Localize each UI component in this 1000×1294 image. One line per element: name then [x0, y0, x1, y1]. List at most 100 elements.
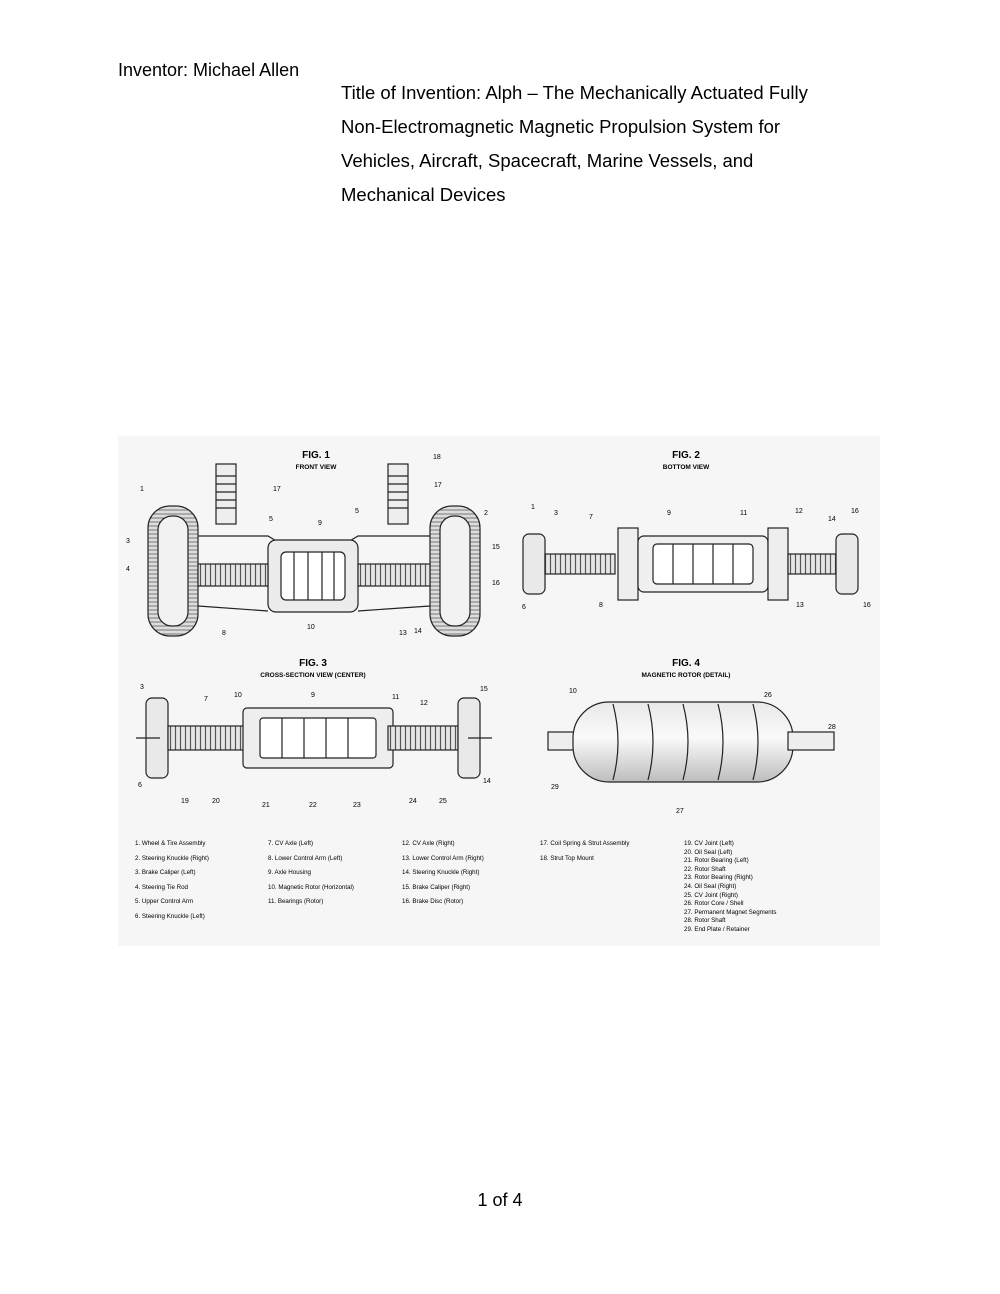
fig3-callout: 23: [353, 802, 361, 809]
legend-item: 4. Steering Tie Rod: [135, 883, 188, 891]
fig2-callout: 8: [599, 602, 603, 609]
legend-item: 24. Oil Seal (Right): [684, 882, 737, 890]
legend-item: 10. Magnetic Rotor (Horizontal): [268, 883, 354, 891]
legend-item: 6. Steering Knuckle (Left): [135, 912, 205, 920]
fig3-callout: 15: [480, 686, 488, 693]
fig1-callout: 10: [307, 624, 315, 631]
inventor-line: Inventor: Michael Allen: [118, 60, 300, 80]
legend-column-5: 19. CV Joint (Left) 20. Oil Seal (Left) …: [684, 840, 777, 935]
fig3-subtitle: CROSS-SECTION VIEW (CENTER): [260, 672, 366, 679]
legend-item: 5. Upper Control Arm: [135, 898, 194, 905]
fig4-callout: 26: [764, 692, 772, 699]
fig3-callout: 10: [234, 692, 242, 699]
fig4-drawing: [547, 701, 835, 783]
legend-item: 23. Rotor Bearing (Right): [684, 874, 753, 882]
fig2-callout: 16: [863, 602, 871, 609]
title-line-1: Title of Invention: Alph – The Mechanica…: [341, 82, 808, 103]
legend-item: 28. Rotor Shaft: [684, 917, 726, 925]
legend-item: 3. Brake Caliper (Left): [135, 869, 196, 876]
fig3-callout: 24: [409, 798, 417, 805]
fig1-callout: 15: [492, 544, 500, 551]
fig1-callout: 18: [433, 454, 441, 461]
drawing-sheet: FIG. 1 FRONT VIEW FIG. 2 BOTTOM VIEW FIG…: [118, 436, 880, 946]
legend-column-3: 12. CV Axle (Right) 13. Lower Control Ar…: [402, 837, 484, 910]
legend-item: 19. CV Joint (Left): [684, 840, 734, 847]
fig3-callout: 19: [181, 798, 189, 805]
fig3-callout: 7: [204, 696, 208, 703]
fig1-callout: 9: [318, 520, 322, 527]
legend-item: 13. Lower Control Arm (Right): [402, 854, 484, 862]
fig4-callout: 29: [551, 784, 559, 791]
page-number: 1 of 4: [477, 1190, 523, 1210]
fig4-callout: 28: [828, 724, 836, 731]
fig2-callout: 6: [522, 604, 526, 611]
fig1-callout: 2: [484, 510, 488, 517]
legend-column-1: 1. Wheel & Tire Assembly 2. Steering Knu…: [135, 837, 209, 924]
fig2-callout: 13: [796, 602, 804, 609]
legend-item: 8. Lower Control Arm (Left): [268, 854, 343, 862]
fig2-callout: 1: [531, 504, 535, 511]
legend-item: 17. Coil Spring & Strut Assembly: [540, 840, 630, 847]
fig2-callout: 12: [795, 508, 803, 515]
fig1-drawing: [147, 463, 481, 637]
fig3-callout: 22: [309, 802, 317, 809]
fig1-callout: 8: [222, 630, 226, 637]
fig1-callout: 1: [140, 486, 144, 493]
legend-item: 25. CV Joint (Right): [684, 891, 738, 899]
fig4-title: FIG. 4: [672, 658, 700, 669]
legend-item: 18. Strut Top Mount: [540, 854, 594, 862]
legend-item: 20. Oil Seal (Left): [684, 848, 733, 856]
legend-column-4: 17. Coil Spring & Strut Assembly 18. Str…: [540, 837, 629, 866]
title-line-3: Vehicles, Aircraft, Spacecraft, Marine V…: [341, 150, 754, 171]
fig2-callout: 16: [851, 508, 859, 515]
title-line-4: Mechanical Devices: [341, 184, 506, 205]
fig2-subtitle: BOTTOM VIEW: [662, 464, 710, 471]
fig3-callout: 21: [262, 802, 270, 809]
legend-item: 1. Wheel & Tire Assembly: [135, 840, 206, 847]
fig2-title: FIG. 2: [672, 450, 700, 461]
legend-item: 21. Rotor Bearing (Left): [684, 857, 749, 865]
fig3-callout: 6: [138, 782, 142, 789]
legend-item: 15. Brake Caliper (Right): [402, 883, 471, 891]
legend-item: 29. End Plate / Retainer: [684, 925, 750, 933]
fig3-drawing: [136, 697, 492, 779]
fig2-drawing: [522, 527, 859, 601]
fig2-callout: 11: [740, 510, 748, 517]
legend-column-2: 7. CV Axle (Left) 8. Lower Control Arm (…: [268, 837, 354, 910]
fig3-title: FIG. 3: [299, 658, 327, 669]
invention-title: Title of Invention: Alph – The Mechanica…: [341, 76, 901, 212]
fig3-callout: 12: [420, 700, 428, 707]
legend-item: 22. Rotor Shaft: [684, 865, 726, 873]
fig4-callout: 27: [676, 808, 684, 815]
title-line-2: Non-Electromagnetic Magnetic Propulsion …: [341, 116, 781, 137]
fig1-callout: 4: [126, 566, 130, 573]
fig3-callout: 20: [212, 798, 220, 805]
fig2-callout: 14: [828, 516, 836, 523]
fig3-callout: 11: [392, 694, 400, 701]
fig3-callout: 25: [439, 798, 447, 805]
legend-item: 14. Steering Knuckle (Right): [402, 869, 480, 876]
legend-item: 16. Brake Disc (Rotor): [402, 898, 464, 905]
fig1-callout: 5: [269, 516, 273, 523]
legend-item: 2. Steering Knuckle (Right): [135, 854, 209, 862]
fig4-subtitle: MAGNETIC ROTOR (DETAIL): [641, 672, 731, 679]
fig1-callout: 5: [355, 508, 359, 515]
drawing-artwork: [136, 463, 859, 783]
legend-item: 12. CV Axle (Right): [402, 840, 455, 847]
fig2-callout: 9: [667, 510, 671, 517]
fig3-callout: 3: [140, 684, 144, 691]
fig1-title: FIG. 1: [302, 450, 330, 461]
fig1-callout: 16: [492, 580, 500, 587]
fig3-callout: 14: [483, 778, 491, 785]
fig1-callout: 3: [126, 538, 130, 545]
fig4-callout: 10: [569, 688, 577, 695]
fig2-callout: 7: [589, 514, 593, 521]
legend-item: 9. Axle Housing: [268, 869, 311, 876]
legend-item: 11. Bearings (Rotor): [268, 898, 324, 905]
fig3-callout: 9: [311, 692, 315, 699]
fig1-callout: 17: [434, 482, 442, 489]
legend-item: 27. Permanent Magnet Segments: [684, 908, 777, 916]
legend-item: 26. Rotor Core / Shell: [684, 900, 744, 908]
fig1-callout: 14: [414, 628, 422, 635]
fig1-callout: 13: [399, 630, 407, 637]
